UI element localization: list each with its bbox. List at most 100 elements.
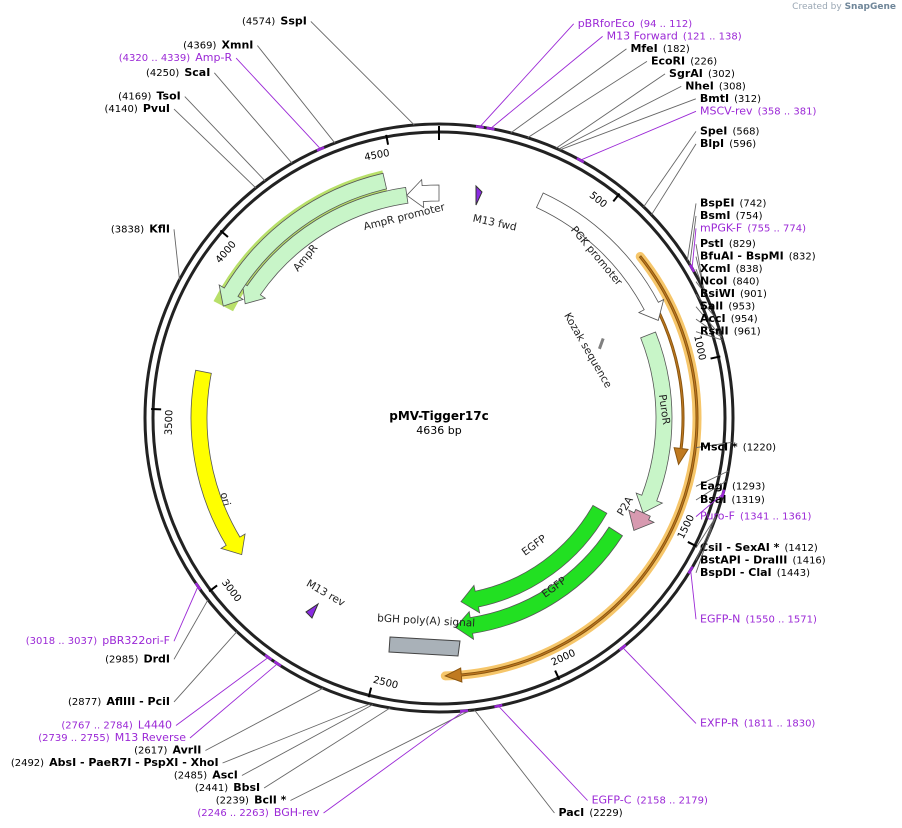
site-sgrai-16-label: SgrAI (302): [669, 62, 735, 81]
site-bstapi-draiii-35-name: BstAPI - DraIII: [700, 553, 787, 566]
site-mfei-14-label: MfeI (182): [630, 37, 689, 56]
tick-label-500: 500: [587, 190, 609, 211]
primer-pbrforeco-0-mark: [475, 125, 485, 129]
feature-ori-3: [190, 369, 246, 556]
site-xcmi-25-position: (838): [736, 264, 763, 275]
feature-label-m13-rev-11: M13 rev: [304, 578, 347, 610]
feature-pgk-promoter-4: [535, 192, 665, 321]
feature-puror-5: [635, 331, 673, 514]
site-nhei-17-position: (308): [719, 81, 746, 92]
feature-p2a-6: [628, 508, 655, 531]
site-bcli-12-label: (2239) BclI *: [216, 789, 287, 808]
primer-m13-forward-1-position: (121 .. 138): [683, 31, 742, 42]
site-avrii-8-name: AvrII: [173, 744, 202, 757]
site-bspdi-clai-36-name: BspDI - ClaI: [700, 566, 772, 579]
site-blpi-20-leader: [651, 143, 697, 216]
site-asci-10-label: (2485) AscI: [174, 764, 238, 783]
primer-pbr322ori-f-11-leader: [173, 586, 199, 642]
feature-m13-rev-marker: [305, 602, 320, 619]
feature-egfp-8: [454, 526, 624, 641]
site-sgrai-16-leader: [555, 73, 666, 149]
site-sali-28-name: SalI: [700, 300, 723, 313]
site-afliii-pcii-7-position: (2877): [68, 697, 101, 708]
orf-arrow: [444, 255, 699, 683]
site-bspei-21-name: BspEI: [700, 196, 734, 209]
site-bspei-21-position: (742): [740, 198, 767, 209]
primer-bgh-rev-8-mark: [459, 709, 469, 713]
primer-egfp-c-7-leader: [498, 705, 588, 801]
site-blpi-20-label: BlpI (596): [700, 132, 756, 151]
site-bspdi-clai-36-label: BspDI - ClaI (1443): [700, 561, 810, 580]
site-bmti-18-label: BmtI (312): [700, 87, 761, 106]
tick-label-1000: 1000: [691, 334, 707, 361]
primer-mpgk-f-3-label: mPGK-F (755 .. 774): [700, 216, 806, 235]
feature-kozak-marker: [598, 337, 605, 350]
site-bsai-33-leader: [695, 480, 727, 501]
site-kfli-5-label: (3838) KflI: [111, 217, 170, 236]
site-bfuai-bspmi-24-leader: [695, 256, 706, 293]
site-xmni-1-name: XmnI: [222, 39, 254, 52]
site-mfei-14-position: (182): [663, 44, 690, 55]
site-sspi-0-position: (4574): [242, 16, 275, 27]
site-rsrii-30-label: RsrII (961): [700, 320, 761, 339]
site-asci-10-leader: [241, 704, 374, 776]
primer-m13-reverse-9-label: (2739 .. 2755) M13 Reverse: [38, 726, 186, 745]
site-pvui-4-position: (4140): [104, 104, 137, 115]
primer-exfp-r-6-mark: [618, 644, 627, 651]
site-rsrii-30-name: RsrII: [700, 325, 729, 338]
primer-mscv-rev-2-name: MSCV-rev: [700, 104, 753, 117]
site-xmni-1-leader: [257, 45, 336, 144]
watermark-brand: SnapGene: [844, 2, 896, 12]
orf-arrow-inner: [635, 274, 689, 466]
site-bspei-21-label: BspEI (742): [700, 191, 767, 210]
primer-m13-forward-1-label: M13 Forward (121 .. 138): [607, 24, 742, 43]
site-bstapi-draiii-35-label: BstAPI - DraIII (1416): [700, 548, 826, 567]
site-pvui-4-leader: [173, 108, 257, 189]
site-scai-2-name: ScaI: [184, 66, 210, 79]
site-bfuai-bspmi-24-label: BfuAI - BspMI (832): [700, 245, 816, 264]
tick-mark-2000: [554, 670, 561, 681]
site-csii-sexai-34-label: CsiI - SexAI * (1412): [700, 536, 818, 555]
feature-label-kozak-sequence-12: Kozak sequence: [561, 311, 614, 390]
site-eagi-32-label: EagI (1293): [700, 474, 765, 493]
site-bmti-18-leader: [559, 98, 697, 151]
site-nhei-17-label: NheI (308): [685, 74, 746, 93]
primer-pbrforeco-0-leader: [479, 23, 575, 128]
primer-mscv-rev-2-mark: [576, 157, 585, 164]
site-psti-23-name: PstI: [700, 237, 724, 250]
site-bsiwi-27-name: BsiWI: [700, 287, 735, 300]
site-bsiwi-27-label: BsiWI (901): [700, 282, 767, 301]
primer-amp-r-12-position: (4320 .. 4339): [119, 53, 191, 64]
site-absi-paer7i-pspxi-xhoi-9-name: AbsI - PaeR7I - PspXI - XhoI: [49, 756, 218, 769]
site-bbsi-11-name: BbsI: [233, 781, 260, 794]
site-avrii-8-label: (2617) AvrII: [134, 739, 201, 758]
site-ncoi-26-leader: [695, 281, 707, 296]
site-absi-paer7i-pspxi-xhoi-9-leader: [222, 703, 371, 764]
site-bbsi-11-label: (2441) BbsI: [195, 776, 260, 795]
site-sspi-0-name: SspI: [280, 14, 306, 27]
site-bsiwi-27-position: (901): [740, 289, 767, 300]
site-paci-13-name: PacI: [558, 806, 584, 819]
primer-egfp-n-5-label: EGFP-N (1550 .. 1571): [700, 607, 817, 626]
primer-exfp-r-6-name: EXFP-R: [700, 716, 739, 729]
primer-m13-reverse-9-mark: [273, 660, 282, 667]
site-psti-23-label: PstI (829): [700, 232, 756, 251]
site-tsoi-3-name: TsoI: [157, 90, 181, 103]
site-avrii-8-position: (2617): [134, 746, 167, 757]
site-pvui-4-label: (4140) PvuI: [104, 97, 170, 116]
site-mfei-14-leader: [510, 48, 627, 134]
primer-pbr322ori-f-11-label: (3018 .. 3037) pBR322ori-F: [26, 629, 170, 648]
site-xcmi-25-label: XcmI (838): [700, 257, 763, 276]
primer-bgh-rev-8-label: (2246 .. 2263) BGH-rev: [197, 801, 320, 820]
site-ecori-15-label: EcoRI (226): [651, 49, 717, 68]
site-blpi-20-name: BlpI: [700, 137, 724, 150]
site-csii-sexai-34-name: CsiI - SexAI *: [700, 541, 780, 554]
primer-mpgk-f-3-mark: [688, 264, 696, 273]
site-sspi-0-leader: [310, 21, 415, 126]
site-bstapi-draiii-35-leader: [695, 518, 716, 561]
site-xmni-1-label: (4369) XmnI: [183, 34, 253, 53]
primer-egfp-c-7-label: EGFP-C (2158 .. 2179): [592, 789, 708, 808]
primer-puro-f-4-name: Puro-F: [700, 510, 735, 523]
site-tsoi-3-position: (4169): [118, 92, 151, 103]
primer-m13-reverse-9-leader: [189, 663, 278, 739]
